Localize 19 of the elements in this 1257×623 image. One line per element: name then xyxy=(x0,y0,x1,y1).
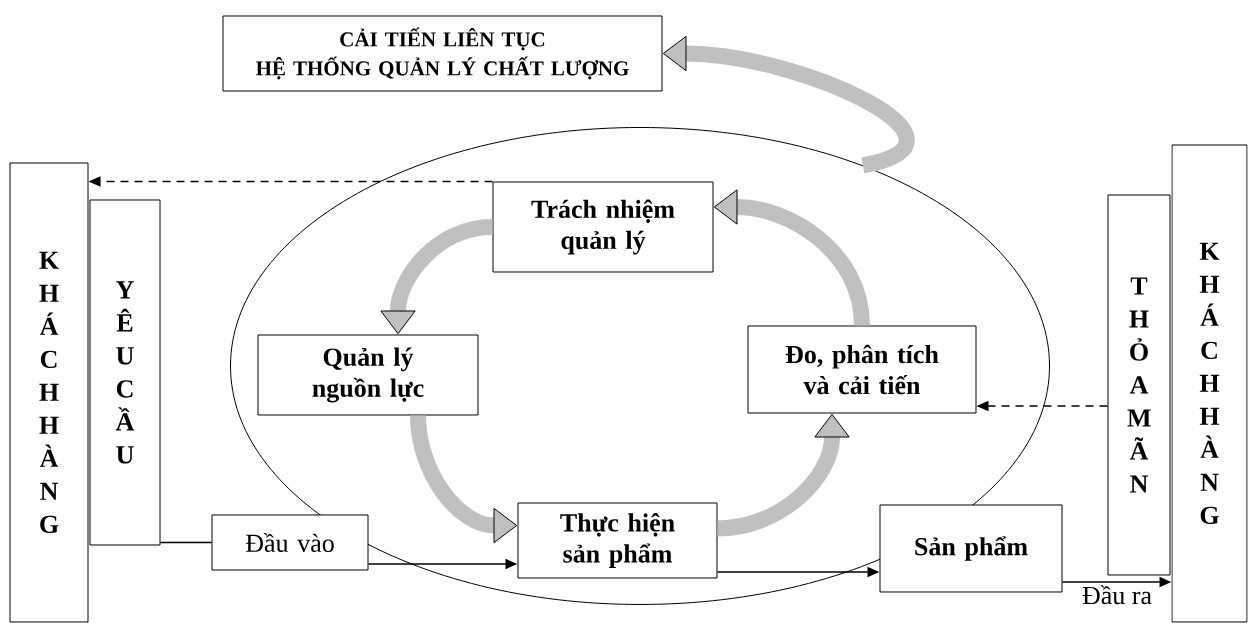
process-box: Trách nhiệm quản lý xyxy=(492,181,714,273)
process-box: Thực hiện sản phẩm xyxy=(517,502,718,579)
curved-block-arrow xyxy=(662,35,915,174)
process-box: Đo, phân tích và cải tiến xyxy=(747,325,977,414)
vertical-text-box: THỎA MÃN xyxy=(1107,194,1171,576)
edge-label: Đầu ra xyxy=(1081,584,1153,606)
vertical-text-box: YÊU CẦU xyxy=(89,199,161,546)
connector-line xyxy=(159,541,213,544)
title-box: CẢI TIẾN LIÊN TỤC HỆ THỐNG QUẢN LÝ CHẤT LƯỢNG xyxy=(222,15,663,92)
curved-block-arrow xyxy=(713,189,870,327)
vertical-text-box: KHÁCH HÀNG xyxy=(1171,144,1248,623)
process-box: Quản lý nguồn lực xyxy=(257,334,479,416)
curved-block-arrow xyxy=(410,415,518,544)
vertical-text-box: KHÁCH HÀNG xyxy=(9,162,89,623)
curved-block-arrow xyxy=(716,413,850,537)
output-box: Sản phẩm xyxy=(879,504,1063,593)
curved-block-arrow xyxy=(380,219,494,335)
input-box: Đầu vào xyxy=(211,514,369,571)
ellipse-outline xyxy=(230,127,1050,605)
